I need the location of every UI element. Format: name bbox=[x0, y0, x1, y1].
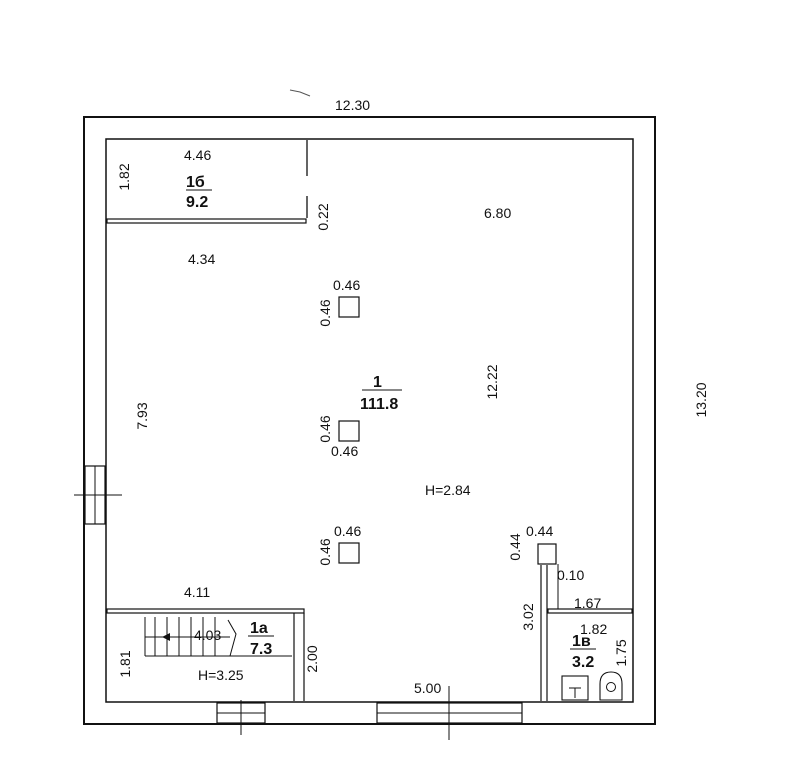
overall-height-label: 13.20 bbox=[693, 382, 709, 417]
bath-width-top-label: 1.67 bbox=[574, 595, 601, 611]
staircase bbox=[144, 617, 292, 657]
left-height-label: 7.93 bbox=[134, 402, 150, 429]
bath-depth-label: 1.75 bbox=[613, 639, 629, 666]
room-1v-area: 3.2 bbox=[572, 654, 594, 671]
room-1v-number: 1в bbox=[572, 633, 591, 650]
bottom-span-label: 5.00 bbox=[414, 680, 441, 696]
column-1 bbox=[338, 296, 360, 318]
room-1-height: H=2.84 bbox=[425, 482, 471, 498]
left-width-below-label: 4.34 bbox=[188, 251, 215, 267]
pen-mark bbox=[289, 89, 311, 97]
room-1b-walls bbox=[106, 140, 308, 224]
left-window bbox=[74, 465, 122, 525]
room-1a-area: 7.3 bbox=[250, 641, 272, 658]
stair-depth-right-label: 2.00 bbox=[304, 645, 320, 672]
column-2 bbox=[338, 420, 360, 442]
stair-depth-left-label: 1.81 bbox=[117, 650, 133, 677]
room-1v-walls bbox=[537, 543, 633, 701]
column-1-width-label: 0.46 bbox=[333, 277, 360, 293]
room-1a-number: 1а bbox=[250, 620, 268, 637]
right-span-label: 6.80 bbox=[484, 205, 511, 221]
stair-width-inner-label: 4.03 bbox=[194, 627, 221, 643]
bottom-window-left bbox=[216, 700, 266, 735]
bottom-window-middle bbox=[376, 686, 523, 740]
bath-width-label: 1.82 bbox=[580, 621, 607, 637]
column-2-width-label: 0.46 bbox=[331, 443, 358, 459]
column-2-height-label: 0.46 bbox=[317, 415, 333, 442]
stair-width-top-label: 4.11 bbox=[184, 584, 210, 600]
bath-gap-label: 0.10 bbox=[557, 567, 584, 583]
bath-riser-depth-label: 0.44 bbox=[507, 533, 523, 560]
column-3 bbox=[338, 542, 360, 564]
toilet-fixture bbox=[561, 675, 589, 701]
inner-height-label: 12.22 bbox=[484, 364, 500, 399]
top-left-depth-label: 1.82 bbox=[116, 163, 132, 190]
column-1-height-label: 0.46 bbox=[317, 299, 333, 326]
bath-side-depth-label: 3.02 bbox=[520, 603, 536, 630]
top-left-gap-label: 0.22 bbox=[315, 203, 331, 230]
room-1a-height: H=3.25 bbox=[198, 667, 244, 683]
sink-fixture bbox=[599, 671, 623, 701]
top-left-width-label: 4.46 bbox=[184, 147, 211, 163]
room-1-number: 1 bbox=[373, 374, 382, 391]
room-1a-walls bbox=[106, 608, 305, 701]
room-1b-area: 9.2 bbox=[186, 194, 208, 211]
room-1-area: 111.8 bbox=[360, 396, 398, 413]
column-3-height-label: 0.46 bbox=[317, 538, 333, 565]
overall-width-label: 12.30 bbox=[335, 97, 370, 113]
bath-riser-width-label: 0.44 bbox=[526, 523, 553, 539]
room-1b-number: 1б bbox=[186, 174, 205, 191]
outer-wall bbox=[83, 116, 656, 725]
column-3-width-label: 0.46 bbox=[334, 523, 361, 539]
